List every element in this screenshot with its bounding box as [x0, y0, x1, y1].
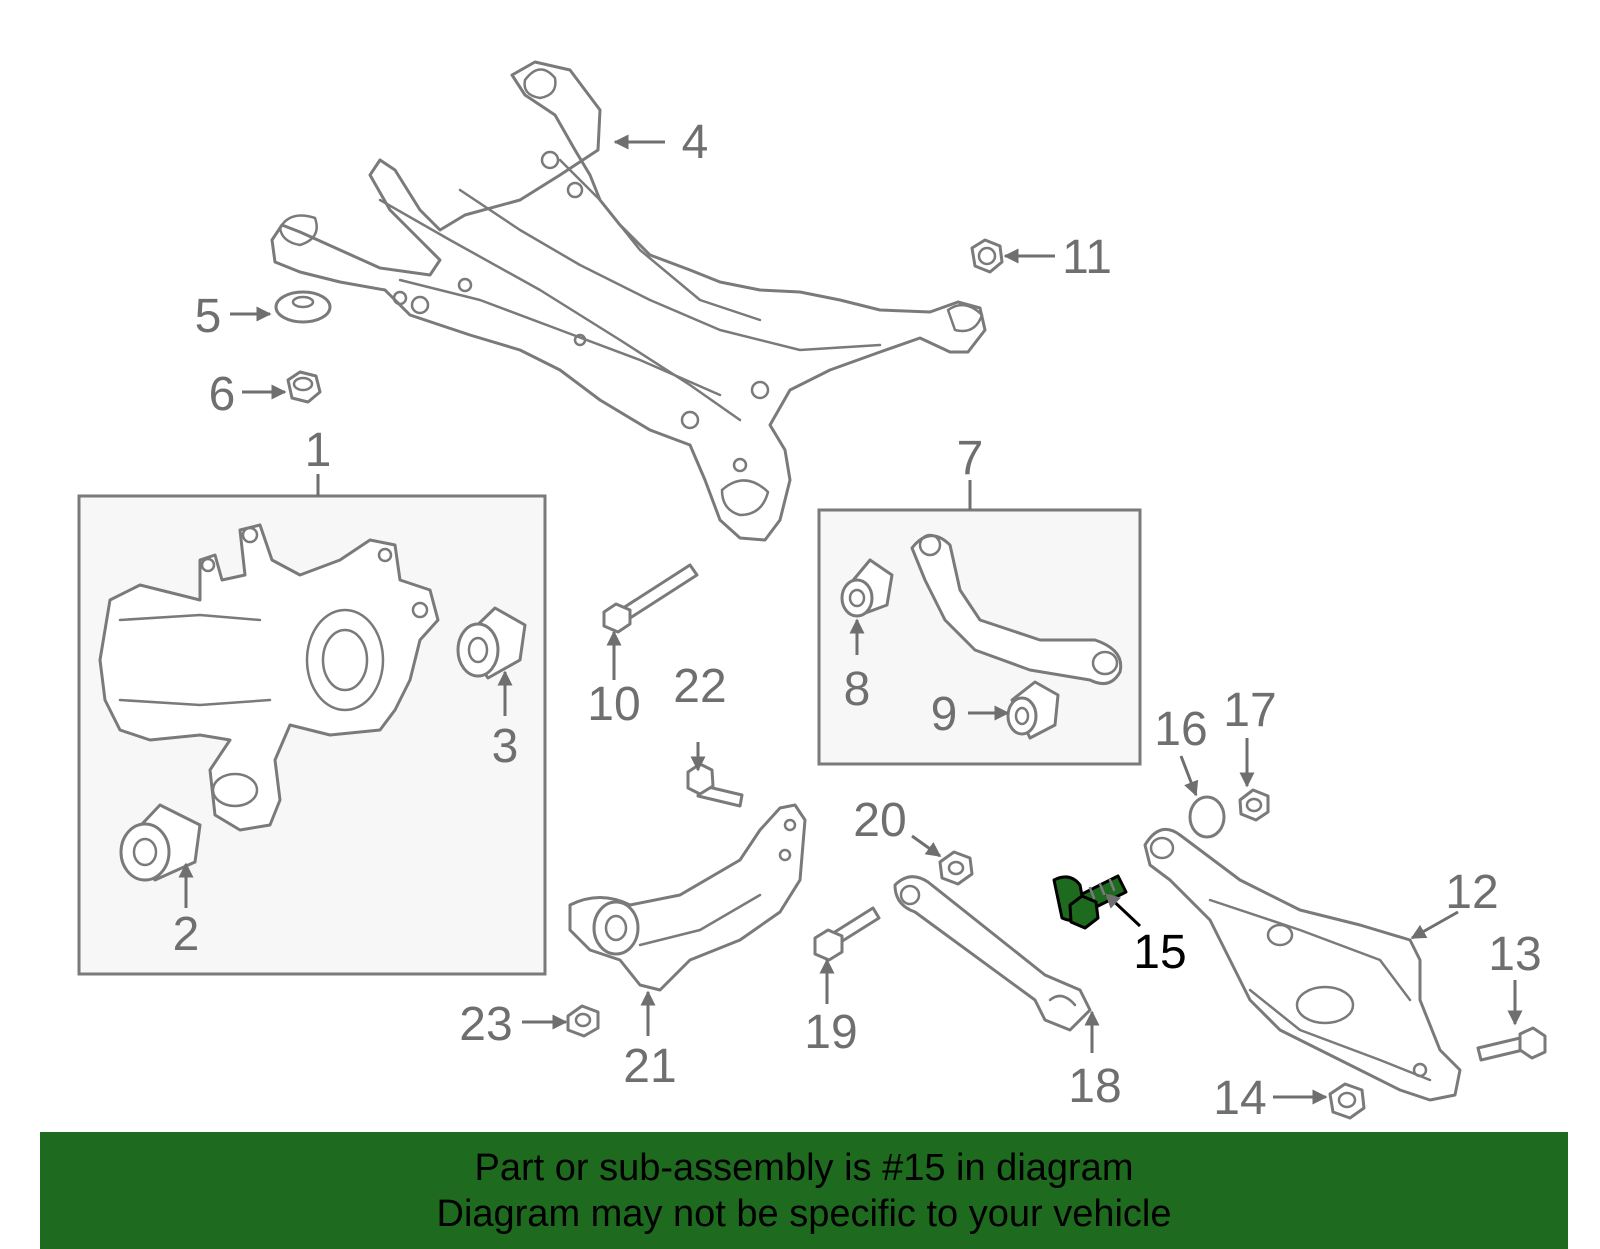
banner-line-2: Diagram may not be specific to your vehi… [436, 1192, 1172, 1235]
callout-13: 13 [1488, 928, 1541, 981]
callout-19: 19 [804, 1006, 857, 1059]
nut-6-drawing[interactable] [286, 370, 322, 404]
callout-7: 7 [957, 432, 984, 485]
nut-20-drawing[interactable] [938, 850, 974, 886]
callout-18: 18 [1068, 1060, 1121, 1113]
callout-1: 1 [305, 424, 332, 477]
callout-10: 10 [587, 678, 640, 731]
trailing-arm-drawing[interactable] [568, 803, 807, 992]
banner-line-1: Part or sub-assembly is #15 in diagram [474, 1146, 1134, 1189]
bushing-3-drawing[interactable] [456, 606, 527, 680]
callout-2: 2 [173, 908, 200, 961]
bolt-10-drawing[interactable] [602, 563, 699, 634]
callout-17: 17 [1223, 684, 1276, 737]
callout-numbers: 1 2 3 4 5 6 7 8 9 10 11 12 13 14 15 16 1… [173, 116, 1542, 1125]
callout-22: 22 [673, 660, 726, 713]
callout-11: 11 [1062, 231, 1112, 284]
callout-8: 8 [844, 663, 871, 716]
toe-link-drawing[interactable] [893, 875, 1092, 1032]
nut-17-drawing[interactable] [1238, 788, 1270, 822]
bushing-9-drawing[interactable] [1006, 680, 1060, 740]
callout-15: 15 [1133, 926, 1186, 979]
nut-11-drawing[interactable] [970, 238, 1004, 274]
callout-16: 16 [1154, 703, 1207, 756]
nut-14-drawing[interactable] [1328, 1082, 1366, 1120]
info-banner: Part or sub-assembly is #15 in diagram D… [40, 1132, 1568, 1249]
callout-23: 23 [459, 998, 512, 1051]
callout-3: 3 [492, 720, 519, 773]
leader-arrows [178, 134, 1523, 1105]
callout-20: 20 [853, 794, 906, 847]
callout-12: 12 [1445, 866, 1498, 919]
bolt-13-drawing[interactable] [1476, 1026, 1547, 1062]
callout-14: 14 [1213, 1072, 1266, 1125]
callout-4: 4 [682, 116, 709, 169]
ring-16-drawing[interactable] [1188, 795, 1226, 839]
lower-arm-drawing[interactable] [1143, 827, 1462, 1102]
cam-bolt-15-drawing[interactable] [1052, 874, 1128, 930]
callout-6: 6 [209, 368, 236, 421]
nut-23-drawing[interactable] [566, 1004, 600, 1038]
callout-21: 21 [623, 1040, 676, 1093]
callout-5: 5 [195, 290, 222, 343]
bolt-19-drawing[interactable] [813, 906, 881, 962]
crossmember-drawing[interactable] [270, 60, 987, 542]
upper-arm-drawing[interactable] [910, 533, 1123, 686]
washer-5-drawing[interactable] [274, 290, 332, 324]
bushing-2-drawing[interactable] [119, 803, 202, 882]
knuckle-drawing[interactable] [98, 523, 440, 832]
callout-9: 9 [931, 688, 958, 741]
bushing-8-drawing[interactable] [840, 558, 894, 618]
bolt-22-drawing[interactable] [686, 762, 744, 808]
